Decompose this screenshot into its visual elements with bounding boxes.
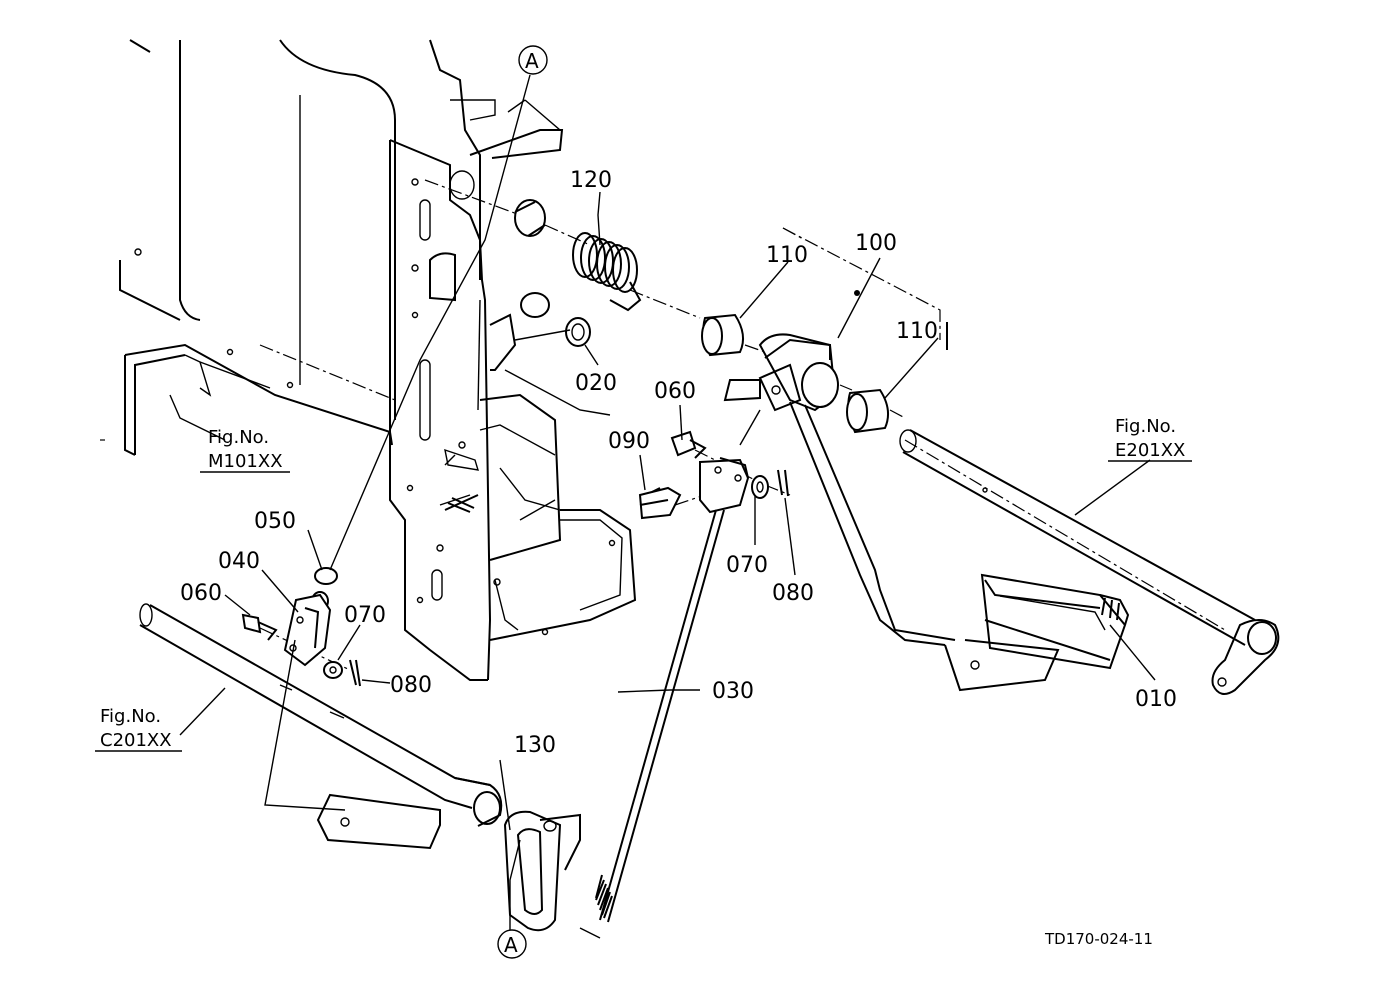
label-020: 020 [575, 371, 617, 396]
pedal-assembly-100 [701, 290, 1280, 695]
fig-ref-e201: E201XX [1115, 440, 1185, 461]
boot-130 [503, 810, 581, 932]
fig-ref-m101: M101XX [208, 451, 283, 472]
linkage-group-left [139, 567, 503, 850]
leader-lines [169, 74, 1156, 930]
fig-label-c201: Fig.No. [100, 706, 161, 727]
marker-a-bottom: A [497, 929, 527, 959]
rod-030 [579, 509, 725, 939]
label-130: 130 [514, 733, 556, 758]
marker-a-top-text: A [525, 49, 539, 73]
label-100: 100 [855, 231, 897, 256]
label-010: 010 [1135, 687, 1177, 712]
fig-label-e201: Fig.No. [1115, 416, 1176, 437]
marker-a-top: A [518, 45, 548, 75]
label-110-right: 110 [896, 319, 938, 344]
drawing-code: TD170-024-11 [1044, 930, 1153, 948]
bushing-020 [565, 317, 591, 347]
label-060-left: 060 [180, 581, 222, 606]
label-060-right: 060 [654, 379, 696, 404]
figure-references: Fig.No. M101XX Fig.No. E201XX Fig.No. C2… [95, 416, 1192, 752]
fig-label-m101: Fig.No. [208, 427, 269, 448]
assembly-centerlines [100, 179, 1226, 671]
label-120: 120 [570, 168, 612, 193]
label-070-left: 070 [344, 603, 386, 628]
clevis-group-right [638, 430, 789, 520]
housing-frame [119, 39, 637, 681]
label-090: 090 [608, 429, 650, 454]
label-070-right: 070 [726, 553, 768, 578]
label-050: 050 [254, 509, 296, 534]
spring-120 [514, 199, 642, 312]
marker-a-bottom-text: A [504, 933, 518, 957]
part-labels: 120 110 100 110 020 060 090 070 080 010 … [180, 168, 1177, 758]
label-080-left: 080 [390, 673, 432, 698]
fig-ref-c201: C201XX [100, 730, 172, 751]
label-040: 040 [218, 549, 260, 574]
label-030: 030 [712, 679, 754, 704]
label-080-right: 080 [772, 581, 814, 606]
label-110-left: 110 [766, 243, 808, 268]
